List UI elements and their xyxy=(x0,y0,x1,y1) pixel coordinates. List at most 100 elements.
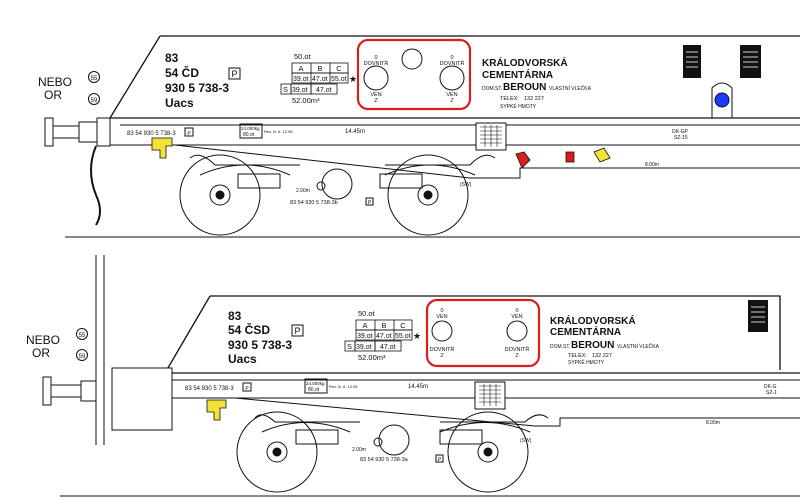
svg-text:2.00m: 2.00m xyxy=(296,188,310,194)
wagon-1-body xyxy=(109,35,800,119)
svg-text:B: B xyxy=(381,321,386,330)
svg-text:VEN: VEN xyxy=(446,92,457,98)
wagon-1-brand: KRÁLODVORSKÁ CEMENTÁRNA DOM.ST. BEROUN V… xyxy=(482,56,592,110)
svg-text:0: 0 xyxy=(515,308,518,314)
svg-text:DOVNITŘ: DOVNITŘ xyxy=(440,59,465,67)
wagon-1-coupling xyxy=(90,145,101,226)
wagon-2-brand: KRÁLODVORSKÁ CEMENTÁRNA DOM.ST. BEROUN V… xyxy=(550,314,660,366)
svg-text:DOM.ST.: DOM.ST. xyxy=(550,344,570,350)
svg-text:P: P xyxy=(368,200,372,206)
svg-text:Z: Z xyxy=(440,353,444,359)
svg-text:S: S xyxy=(347,342,352,351)
wagon-2-info-plate xyxy=(748,300,768,332)
svg-text:8.00m: 8.00m xyxy=(645,162,659,168)
svg-text:S: S xyxy=(283,85,288,94)
svg-text:SZ-1: SZ-1 xyxy=(766,390,777,396)
svg-text:SZ-15: SZ-15 xyxy=(674,135,688,141)
svg-text:132 227: 132 227 xyxy=(524,96,544,102)
svg-text:VLASTNÍ VLEČKA: VLASTNÍ VLEČKA xyxy=(617,343,660,350)
svg-text:0: 0 xyxy=(374,55,377,61)
svg-text:A: A xyxy=(362,321,367,330)
svg-text:47.ot: 47.ot xyxy=(316,87,332,94)
svg-text:DOVNITŘ: DOVNITŘ xyxy=(505,345,530,353)
mark-l1: 83 xyxy=(165,51,179,65)
or-label-2: OR xyxy=(32,346,50,360)
svg-text:930 5 738-3: 930 5 738-3 xyxy=(228,338,292,352)
svg-text:KRÁLODVORSKÁ: KRÁLODVORSKÁ xyxy=(482,56,568,69)
svg-text:59: 59 xyxy=(79,354,86,360)
svg-text:132 227: 132 227 xyxy=(592,353,612,359)
wagon-1-bogie xyxy=(179,154,496,236)
sign-55-2 xyxy=(76,328,88,340)
wagon-2-bogie xyxy=(236,411,549,493)
svg-text:47.ot: 47.ot xyxy=(312,76,328,83)
svg-text:47.ot: 47.ot xyxy=(380,344,396,351)
svg-text:0: 0 xyxy=(450,55,453,61)
wagon-1-frame xyxy=(109,118,800,146)
wagon-1-buffer xyxy=(44,117,111,147)
svg-text:BEROUN: BEROUN xyxy=(571,340,614,351)
or-label-1: OR xyxy=(44,88,62,102)
svg-text:8.00m: 8.00m xyxy=(706,420,720,426)
mark-l2: 54 ČD xyxy=(165,65,199,80)
svg-text:P: P xyxy=(187,131,191,137)
wagon-1-lever-red xyxy=(515,151,531,169)
svg-text:47.ot: 47.ot xyxy=(376,333,392,340)
svg-text:VEN: VEN xyxy=(511,314,522,320)
svg-text:24,000kg: 24,000kg xyxy=(306,381,325,386)
table-volume: 52.00m³ xyxy=(292,96,320,105)
svg-text:55: 55 xyxy=(79,333,86,339)
svg-text:TELEX:: TELEX: xyxy=(500,96,519,102)
wagon-1: NEBO OR 55 59 83 54 ČD P 930 5 738-3 Uac… xyxy=(38,35,800,238)
wagon-2-load-table xyxy=(344,319,413,352)
svg-text:DK-GP: DK-GP xyxy=(672,129,689,135)
svg-text:DK-G: DK-G xyxy=(764,384,777,390)
svg-text:Rev. N. 6. 12.95: Rev. N. 6. 12.95 xyxy=(329,384,358,389)
wagon-1-lever-yellow xyxy=(593,147,611,163)
svg-text:VEN: VEN xyxy=(370,92,381,98)
svg-text:Z: Z xyxy=(374,98,378,104)
svg-text:54 ČSD: 54 ČSD xyxy=(228,322,270,337)
wagon-1-info-plate-a xyxy=(683,45,701,78)
wagon-2-stanchion xyxy=(95,255,173,445)
mark-l3: 930 5 738-3 xyxy=(165,81,229,95)
wagon-2-underside xyxy=(234,397,800,427)
svg-text:59: 59 xyxy=(91,98,98,104)
svg-text:80.ot: 80.ot xyxy=(243,132,255,138)
svg-text:Uacs: Uacs xyxy=(228,352,257,366)
svg-text:(SW): (SW) xyxy=(520,438,532,444)
svg-text:CEMENTÁRNA: CEMENTÁRNA xyxy=(482,68,553,81)
svg-text:39.ot: 39.ot xyxy=(293,76,309,83)
svg-text:★: ★ xyxy=(349,74,357,84)
svg-text:2.00m: 2.00m xyxy=(352,447,366,453)
wagon-1-valve-box xyxy=(356,38,472,111)
svg-text:CEMENTÁRNA: CEMENTÁRNA xyxy=(550,325,621,338)
wagon-1-lever-red-2 xyxy=(565,151,575,163)
svg-text:55: 55 xyxy=(91,76,98,82)
table-top: 50.ot xyxy=(294,52,312,61)
svg-text:(SW): (SW) xyxy=(460,182,472,188)
svg-text:80.ot: 80.ot xyxy=(308,387,320,393)
wagon-1-lamp-housing xyxy=(711,82,733,118)
svg-text:39.ot: 39.ot xyxy=(356,344,372,351)
wagon-1-valves xyxy=(363,48,465,91)
wagon-1-hook-yellow xyxy=(151,137,173,159)
svg-text:39.ot: 39.ot xyxy=(292,87,308,94)
wagon-1-underside xyxy=(174,144,800,179)
svg-text:14.45m: 14.45m xyxy=(408,384,428,390)
svg-text:P: P xyxy=(231,69,237,79)
wagon-1-marking: 83 54 ČD P 930 5 738-3 Uacs xyxy=(165,51,241,110)
svg-text:50.ot: 50.ot xyxy=(358,309,376,318)
wagon-2-valves xyxy=(431,320,528,342)
svg-text:DOM.ST.: DOM.ST. xyxy=(482,86,502,92)
svg-text:P: P xyxy=(245,386,249,392)
svg-text:83: 83 xyxy=(228,309,242,323)
svg-text:39.ot: 39.ot xyxy=(357,333,373,340)
svg-text:Rev. N. 6. 12.95: Rev. N. 6. 12.95 xyxy=(264,129,293,134)
svg-text:B: B xyxy=(317,64,322,73)
wagon-2-buffer xyxy=(42,376,97,406)
svg-text:DOVNITŘ: DOVNITŘ xyxy=(364,59,389,67)
svg-text:83 54 930 5 738-3a: 83 54 930 5 738-3a xyxy=(360,457,409,463)
wagon-2: NEBO OR 55 59 83 54 ČSD P 930 5 738-3 Ua… xyxy=(26,255,800,497)
